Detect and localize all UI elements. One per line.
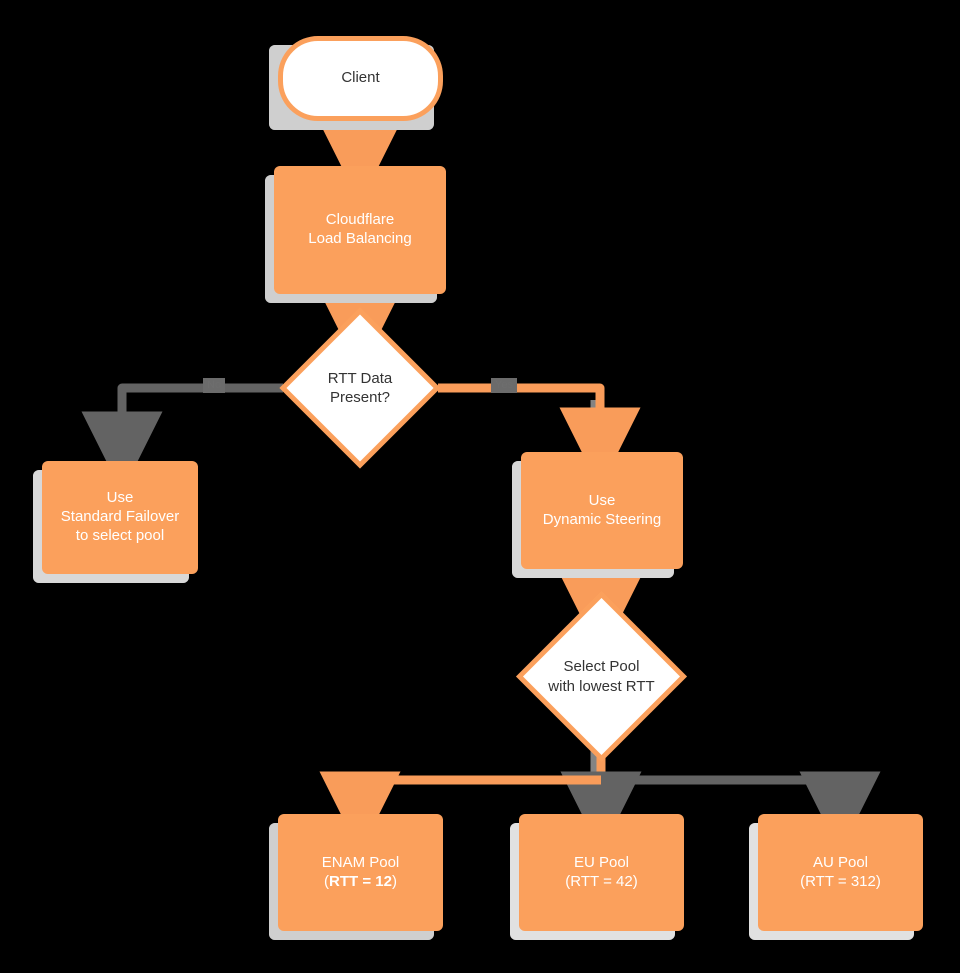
node-rtt-data-present-line1: RTT Data — [327, 369, 393, 387]
node-au-pool-label: AU Pool — [812, 853, 869, 871]
node-eu-pool-rtt: (RTT = 42) — [565, 873, 637, 892]
node-rtt-data-present[interactable]: RTT Data Present? — [279, 307, 441, 469]
edge-label-no: No — [203, 378, 226, 393]
edge-rtt-decision-to-standard-failover — [81, 383, 283, 493]
node-au-pool[interactable]: AU Pool (RTT = 312) — [758, 814, 923, 931]
enam-paren-close: ) — [391, 872, 397, 890]
node-dynamic-steering-line1: Use — [588, 491, 616, 509]
node-load-balancing-line2: Load Balancing — [308, 230, 412, 247]
au-rtt-value: RTT = 312 — [805, 872, 876, 890]
node-client-label: Client — [341, 69, 380, 87]
node-dynamic-steering[interactable]: Use Dynamic Steering — [521, 452, 683, 569]
node-select-pool[interactable]: Select Pool with lowest RTT — [515, 590, 688, 763]
node-dynamic-steering-line2: Dynamic Steering — [542, 510, 662, 528]
edge-rtt-decision-to-dynamic-steering — [438, 383, 641, 489]
eu-rtt-value: RTT = 42 — [570, 872, 633, 890]
au-paren-open: ( — [800, 872, 806, 890]
node-rtt-data-present-line2: Present? — [329, 389, 391, 406]
eu-paren-close: ) — [632, 872, 638, 890]
enam-rtt-value: RTT = 12 — [329, 872, 392, 890]
edge-label-yes: Yes — [491, 378, 517, 393]
edge-select-pool-to-enam-pool — [319, 771, 601, 853]
node-enam-pool-rtt: (RTT = 12) — [322, 873, 400, 892]
node-standard-failover[interactable]: Use Standard Failover to select pool — [42, 461, 198, 574]
eu-paren-open: ( — [565, 872, 571, 890]
node-standard-failover-line1: Use — [106, 489, 134, 507]
node-eu-pool[interactable]: EU Pool (RTT = 42) — [519, 814, 684, 931]
node-enam-pool-label: ENAM Pool — [321, 853, 400, 871]
node-load-balancing[interactable]: Cloudflare Load Balancing — [274, 166, 446, 294]
node-enam-pool[interactable]: ENAM Pool (RTT = 12) — [278, 814, 443, 931]
edge-select-pool-to-au-pool — [601, 771, 881, 853]
node-select-pool-line2: with lowest RTT — [548, 677, 655, 695]
node-au-pool-rtt: (RTT = 312) — [800, 873, 881, 892]
node-standard-failover-line2: Standard Failover — [60, 508, 180, 526]
node-load-balancing-line1: Cloudflare — [325, 211, 395, 229]
au-paren-close: ) — [875, 872, 881, 890]
node-standard-failover-line3: to select pool — [75, 526, 165, 544]
enam-paren-open: ( — [324, 872, 330, 890]
node-client[interactable]: Client — [278, 36, 443, 121]
node-select-pool-line1: Select Pool — [563, 658, 640, 675]
node-eu-pool-label: EU Pool — [573, 853, 630, 871]
